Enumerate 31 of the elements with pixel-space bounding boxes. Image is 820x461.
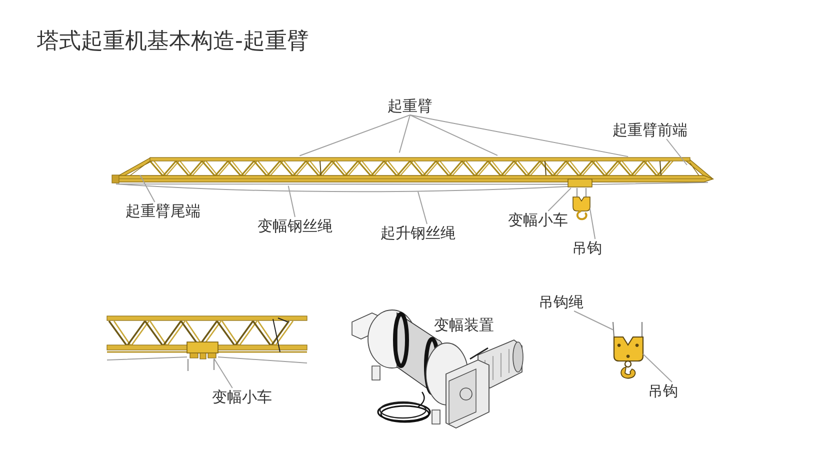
trolley-illustration	[186, 342, 218, 360]
wire-rope-line	[116, 184, 568, 192]
leader-line	[666, 138, 688, 166]
part-label: 变幅小车	[508, 211, 568, 229]
part-label: 变幅装置	[434, 316, 494, 334]
hook-block-illustration	[613, 336, 644, 379]
leader-line	[299, 114, 410, 156]
leader-line	[398, 114, 410, 154]
hook-rope-lines	[612, 322, 642, 338]
part-label: 起重臂尾端	[126, 202, 200, 220]
lattice-jib-illustration	[112, 157, 714, 184]
leader-line	[418, 191, 428, 224]
leader-line	[410, 114, 629, 158]
part-label: 变幅钢丝绳	[258, 217, 332, 235]
leader-line	[574, 310, 614, 330]
part-label: 吊钩绳	[538, 293, 584, 311]
part-label: 吊钩	[572, 239, 602, 257]
wire-rope-line	[118, 182, 708, 185]
leader-line	[642, 354, 672, 382]
title: 塔式起重机基本构造-起重臂	[37, 28, 309, 56]
part-label: 吊钩	[648, 382, 678, 400]
trolley-illustration	[568, 178, 592, 188]
part-label: 起重臂前端	[612, 121, 688, 139]
part-label: 起升钢丝绳	[380, 224, 456, 242]
leader-line	[140, 174, 156, 202]
leader-line	[590, 208, 596, 240]
leader-line	[214, 358, 233, 388]
hook-block-illustration	[572, 188, 590, 220]
part-label: 变幅小车	[212, 388, 272, 406]
leader-line	[410, 114, 498, 156]
part-label: 起重臂	[388, 97, 432, 115]
